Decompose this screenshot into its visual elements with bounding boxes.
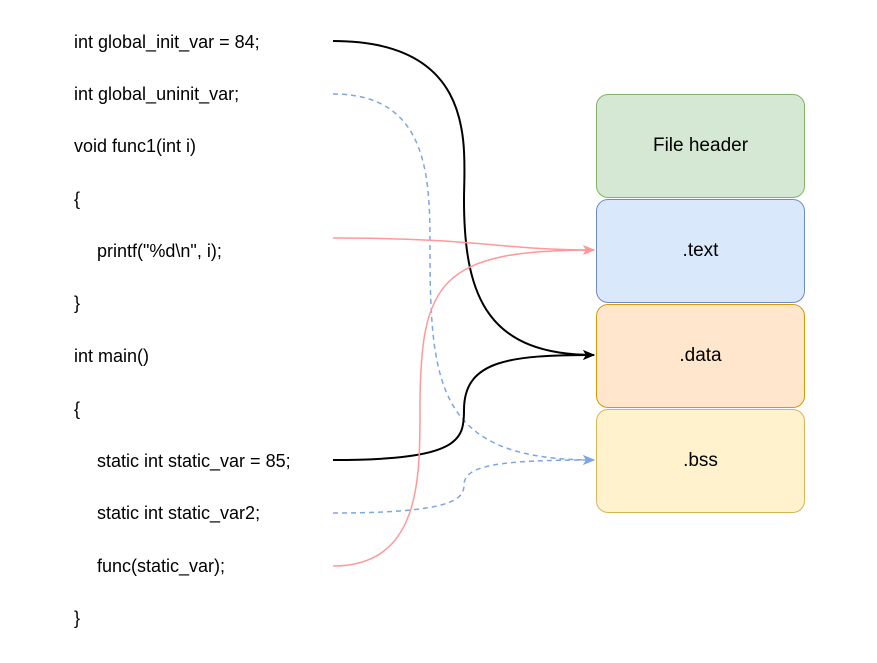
arrow-global-init-var-to-data <box>332 40 595 360</box>
data-section: .data <box>596 304 805 408</box>
text-section-label: .text <box>682 240 719 261</box>
file-header-label: File header <box>652 135 749 156</box>
bss-section: .bss <box>596 409 805 513</box>
data-section-label: .data <box>679 345 722 366</box>
code-line-static-var2: static int static_var2; <box>97 503 261 523</box>
code-line-global-init-var: int global_init_var = 84; <box>74 32 260 52</box>
file-header-section: File header <box>596 94 805 198</box>
bss-section-label: .bss <box>683 450 718 471</box>
code-line-func1-open-brace: { <box>74 189 81 209</box>
text-section: .text <box>596 199 805 303</box>
arrow-func-call-to-text <box>332 245 595 567</box>
code-line-func-call: func(static_var); <box>97 556 226 576</box>
code-line-main-signature: int main() <box>74 346 150 366</box>
code-line-printf-call: printf("%d\n", i); <box>97 241 222 261</box>
code-line-main-open-brace: { <box>74 399 81 419</box>
code-line-func1-signature: void func1(int i) <box>74 136 197 156</box>
code-line-func1-close-brace: } <box>74 293 81 313</box>
arrow-printf-to-text <box>332 237 595 255</box>
code-line-static-var: static int static_var = 85; <box>97 451 291 471</box>
arrow-static-var2-to-bss <box>332 455 595 514</box>
arrow-static-var-to-data <box>332 350 595 461</box>
code-line-global-uninit-var: int global_uninit_var; <box>74 84 240 104</box>
code-line-main-close-brace: } <box>74 608 81 628</box>
